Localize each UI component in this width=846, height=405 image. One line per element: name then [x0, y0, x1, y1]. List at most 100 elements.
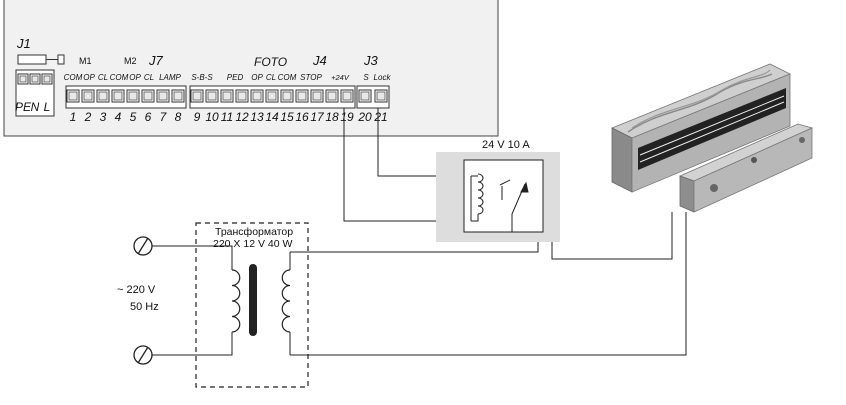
mains-plug-icon: [133, 345, 153, 365]
terminal-screw-icon: [358, 89, 372, 103]
terminal-number: 20: [357, 110, 372, 124]
signal-label-v24: +24V: [331, 73, 350, 82]
motor-m1-label: M1: [79, 56, 92, 66]
terminal-screw-icon: [374, 89, 388, 103]
terminal-screw-icon: [310, 89, 324, 103]
terminal-number: 19: [340, 110, 354, 124]
signal-label-cl1: CL: [98, 73, 108, 82]
terminal-screw-icon: [205, 89, 219, 103]
wire-transformer-to-lock: [290, 212, 687, 356]
mains-input: ~ 220 V 50 Hz: [117, 236, 159, 365]
terminal-screw-icon: [111, 89, 125, 103]
terminal-strip-j7: [65, 85, 187, 109]
signal-label-lock: Lock: [374, 73, 392, 82]
j1-terminal-label-n: N: [31, 100, 40, 114]
relay-inner-frame: [463, 159, 544, 233]
terminal-screw-icon: [325, 89, 339, 103]
transformer-name: Трансформатор: [215, 226, 293, 238]
terminal-number: 6: [145, 110, 152, 124]
mains-voltage-label: ~ 220 V: [117, 284, 156, 296]
terminal-number: 16: [295, 110, 309, 124]
terminal-screw-icon: [190, 89, 204, 103]
terminal-screw-icon: [29, 73, 41, 85]
signal-label-sbs: S-B-S: [191, 73, 213, 82]
signal-label-lamp: LAMP: [159, 73, 181, 82]
signal-label-op3: OP: [251, 73, 263, 82]
signal-label-s: S: [363, 73, 369, 82]
terminal-screw-icon: [17, 73, 29, 85]
transformer: Трансформатор 220 X 12 V 40 W: [195, 222, 309, 388]
terminal-screw-icon: [156, 89, 170, 103]
terminal-screw-icon: [96, 89, 110, 103]
signal-label-cl2: CL: [144, 73, 154, 82]
terminal-screw-icon: [340, 89, 354, 103]
terminal-screw-icon: [265, 89, 279, 103]
j1-terminal-label-pe: PE: [15, 100, 32, 114]
connector-j3-label: J3: [363, 53, 379, 68]
terminal-number: 17: [310, 110, 325, 124]
signal-label-op2: OP: [129, 73, 141, 82]
terminal-number: 11: [221, 110, 233, 124]
terminal-number: 9: [194, 110, 201, 124]
terminal-number: 4: [115, 110, 122, 124]
terminal-screw-icon: [81, 89, 95, 103]
terminal-screw-icon: [126, 89, 140, 103]
relay-rating-label: 24 V 10 A: [482, 139, 530, 151]
transformer-spec: 220 X 12 V 40 W: [213, 238, 292, 250]
wire-relay-out-to-lock: [542, 200, 673, 260]
transformer-winding-icon: [231, 269, 241, 333]
terminal-screw-icon: [171, 89, 185, 103]
terminal-screw-icon: [295, 89, 309, 103]
terminal-number: 14: [265, 110, 279, 124]
motor-m2-label: M2: [124, 56, 137, 66]
board-outline: [3, 0, 499, 137]
relay-coil-icon: [470, 173, 484, 222]
terminal-number: 8: [175, 110, 182, 124]
wire-terminal19-to-relay: [343, 108, 471, 222]
mains-frequency-label: 50 Hz: [130, 301, 159, 313]
terminal-number: 21: [373, 110, 387, 124]
terminal-screw-icon: [220, 89, 234, 103]
mains-plug-icon: [133, 236, 153, 256]
wire-mains-bottom: [152, 332, 233, 356]
signal-label-com1: COM: [64, 73, 83, 82]
signal-label-cl3: CL: [266, 73, 276, 82]
relay: 24 V 10 A: [436, 139, 560, 242]
terminal-screw-icon: [235, 89, 249, 103]
terminal-screw-icon: [141, 89, 155, 103]
transformer-dashed-box: [195, 222, 309, 388]
fuse-icon: [17, 54, 65, 65]
signal-label-com2: COM: [110, 73, 129, 82]
connector-j4-label: J4: [312, 53, 327, 68]
terminal-number: 5: [130, 110, 137, 124]
terminal-screw-icon: [41, 73, 53, 85]
terminal-number: 7: [160, 110, 168, 124]
armature-plate-icon: [678, 123, 814, 213]
connector-foto-label: FOTO: [254, 55, 287, 69]
terminal-number: 3: [100, 110, 107, 124]
terminal-number: 1: [70, 110, 77, 124]
transformer-winding-icon: [281, 269, 291, 333]
terminal-screw-icon: [280, 89, 294, 103]
terminal-number: 15: [280, 110, 294, 124]
terminal-number: 13: [250, 110, 264, 124]
terminal-number: 18: [325, 110, 339, 124]
terminal-screw-icon: [66, 89, 80, 103]
wire-mains-top: [152, 245, 233, 270]
connector-j1-label: J1: [16, 36, 31, 51]
j1-terminal-label-l: L: [44, 100, 51, 114]
transformer-core: [249, 264, 257, 336]
signal-label-op1: OP: [83, 73, 95, 82]
terminal-number: 12: [235, 110, 249, 124]
magnetic-lock-icon: [611, 63, 791, 193]
relay-contact-icon: [499, 179, 529, 232]
signal-label-com3: COM: [278, 73, 297, 82]
terminal-number: 10: [205, 110, 219, 124]
connector-j7-label: J7: [148, 53, 164, 68]
signal-label-stop: STOP: [300, 73, 322, 82]
terminal-screw-icon: [250, 89, 264, 103]
signal-label-ped: PED: [227, 73, 244, 82]
terminal-number: 2: [84, 110, 92, 124]
